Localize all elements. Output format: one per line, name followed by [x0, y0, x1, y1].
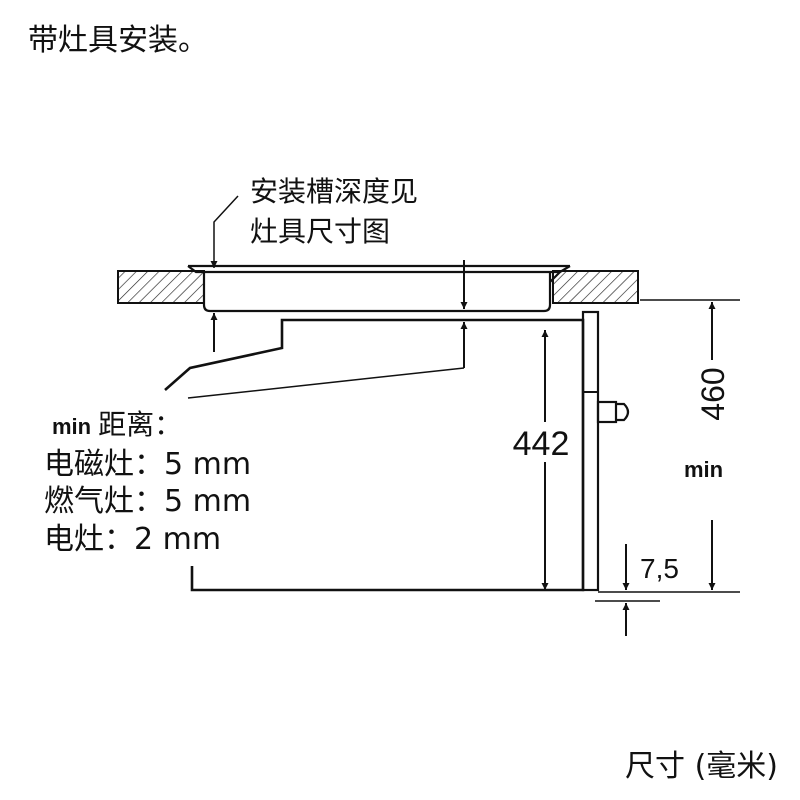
min-distance-label: 距离：	[98, 408, 183, 441]
dim-442-label: 442	[513, 425, 570, 463]
cutout-depth-leader	[210, 195, 239, 268]
countertop-right	[552, 270, 639, 304]
dim-7-5-label: 7,5	[640, 553, 679, 584]
oven-body	[164, 310, 600, 592]
min-side-label: min	[684, 457, 724, 482]
units-note: 尺寸 (毫米)	[625, 749, 778, 784]
gas-clearance: 燃气灶：5 mm	[44, 484, 252, 519]
hob	[187, 264, 571, 313]
page-title: 带灶具安装。	[28, 23, 208, 58]
oven-handle	[596, 400, 630, 424]
min-distance-leader	[187, 367, 465, 399]
min-prefix: min	[52, 414, 92, 439]
min-distance-heading: min 距离：	[52, 411, 182, 439]
cutout-depth-label-1: 安装槽深度见	[250, 175, 419, 208]
countertop-left	[117, 270, 205, 304]
dim-460-label: 460	[695, 367, 731, 420]
cutout-depth-label-2: 灶具尺寸图	[250, 215, 391, 248]
induction-clearance: 电磁灶：5 mm	[44, 447, 252, 482]
electric-clearance: 电灶：2 mm	[44, 522, 222, 557]
